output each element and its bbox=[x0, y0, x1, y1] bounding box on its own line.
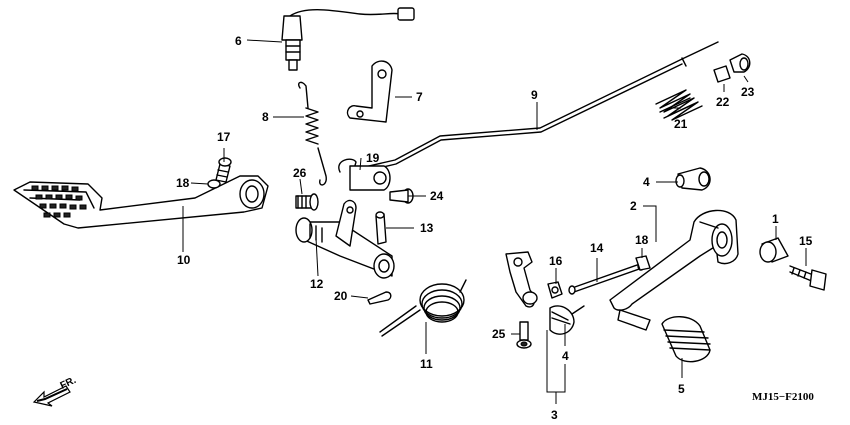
bracket-part bbox=[346, 60, 393, 123]
callout-13: 13 bbox=[420, 221, 434, 235]
callout-4-lower: 4 bbox=[562, 349, 569, 363]
callout-26: 26 bbox=[293, 166, 307, 180]
bolt-25-part bbox=[516, 321, 532, 349]
callout-16: 16 bbox=[549, 254, 563, 268]
nut-22-part bbox=[713, 65, 731, 83]
leader-lines bbox=[182, 39, 807, 404]
pivot-shaft-part bbox=[295, 199, 395, 279]
callout-6: 6 bbox=[235, 34, 242, 48]
front-direction-arrow-icon bbox=[32, 385, 71, 407]
callout-3: 3 bbox=[551, 408, 558, 422]
gearshift-pedal-part bbox=[609, 209, 739, 331]
joint-4-upper-part bbox=[675, 167, 711, 191]
callout-1: 1 bbox=[772, 212, 779, 226]
callout-7: 7 bbox=[416, 90, 423, 104]
clip-part bbox=[338, 158, 391, 191]
callout-24: 24 bbox=[430, 189, 444, 203]
link-rod-part bbox=[505, 251, 585, 335]
callout-21: 21 bbox=[674, 117, 688, 131]
washer-18-part bbox=[207, 179, 221, 189]
callout-2: 2 bbox=[630, 199, 637, 213]
nut-16-part bbox=[547, 281, 563, 299]
callout-12: 12 bbox=[310, 277, 324, 291]
bolt-15-part bbox=[789, 265, 827, 291]
callout-11: 11 bbox=[420, 357, 433, 371]
adjuster-spring-part bbox=[655, 89, 703, 121]
callout-17: 17 bbox=[217, 130, 231, 144]
collar-part bbox=[759, 237, 789, 263]
pin-13-part bbox=[375, 211, 387, 245]
pedal-rubber-part bbox=[661, 316, 711, 363]
return-spring-part bbox=[297, 81, 327, 186]
callout-14: 14 bbox=[590, 241, 604, 255]
callout-4-upper: 4 bbox=[643, 175, 650, 189]
callout-20: 20 bbox=[334, 289, 348, 303]
callout-22: 22 bbox=[716, 95, 730, 109]
stop-switch-part bbox=[281, 7, 415, 71]
callout-18-right: 18 bbox=[635, 233, 649, 247]
bolt-17-part bbox=[215, 157, 232, 183]
callout-8: 8 bbox=[262, 110, 269, 124]
nut-18-part bbox=[635, 255, 651, 271]
callout-18-left: 18 bbox=[176, 176, 190, 190]
callout-10: 10 bbox=[177, 253, 191, 267]
rod-part bbox=[359, 41, 719, 173]
callout-19: 19 bbox=[366, 151, 380, 165]
brake-pedal-part bbox=[13, 175, 269, 229]
joint-23-part bbox=[729, 53, 751, 73]
front-direction-label: FR. bbox=[59, 375, 78, 392]
diagram-code: MJ15−F2100 bbox=[752, 391, 814, 403]
callout-23: 23 bbox=[741, 85, 755, 99]
callout-9: 9 bbox=[531, 88, 538, 102]
cotter-pin-part bbox=[367, 291, 392, 305]
callout-5: 5 bbox=[678, 382, 685, 396]
torsion-spring-part bbox=[379, 279, 467, 337]
callout-15: 15 bbox=[799, 234, 813, 248]
bolt-26-part bbox=[295, 193, 319, 211]
callout-25: 25 bbox=[492, 327, 506, 341]
